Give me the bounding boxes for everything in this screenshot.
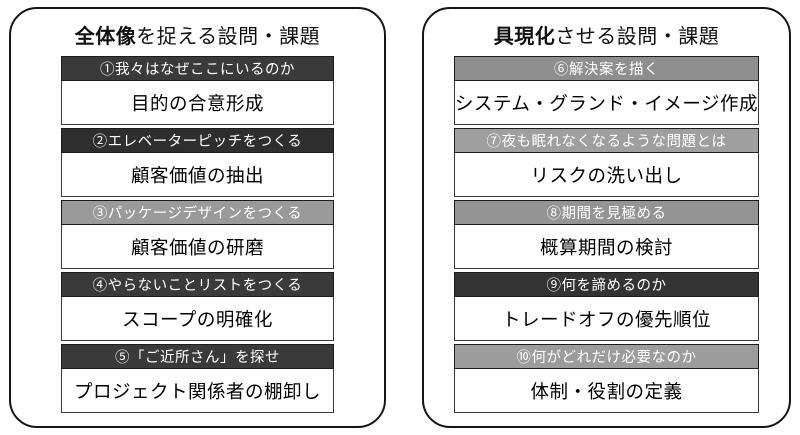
panel-title-concretize: 具現化させる設問・課題	[454, 20, 759, 49]
step-task-label: システム・グランド・イメージ作成	[453, 81, 759, 125]
step-item: ⑤「ご近所さん」を探せプロジェクト関係者の棚卸し	[61, 344, 334, 413]
step-question-header: ①我々はなぜここにいるのか	[61, 56, 334, 81]
panel-title-rest: を捉える設問・課題	[136, 26, 321, 48]
step-task-label: 概算期間の検討	[453, 225, 759, 269]
step-item: ⑧期間を見極める概算期間の検討	[453, 200, 759, 269]
step-question-header: ⑨何を諦めるのか	[453, 272, 759, 297]
step-item: ④やらないことリストをつくるスコープの明確化	[61, 272, 334, 341]
panel-title-emphasis: 具現化	[493, 26, 556, 48]
step-task-label: 目的の合意形成	[61, 81, 334, 125]
step-item: ②エレベーターピッチをつくる顧客価値の抽出	[61, 128, 334, 197]
step-task-label: トレードオフの優先順位	[453, 297, 759, 341]
step-question-header: ⑥解決案を描く	[453, 56, 759, 81]
step-item: ⑦夜も眠れなくなるような問題とはリスクの洗い出し	[453, 128, 759, 197]
step-task-label: スコープの明確化	[61, 297, 334, 341]
step-task-label: プロジェクト関係者の棚卸し	[61, 369, 334, 413]
step-question-header: ⑧期間を見極める	[453, 200, 759, 225]
step-question-header: ②エレベーターピッチをつくる	[61, 128, 334, 153]
step-task-label: 体制・役割の定義	[453, 369, 759, 413]
step-item: ⑩何がどれだけ必要なのか体制・役割の定義	[453, 344, 759, 413]
panel-title-big-picture: 全体像を捉える設問・課題	[61, 20, 334, 49]
step-question-header: ⑤「ご近所さん」を探せ	[61, 344, 334, 369]
step-item: ⑥解決案を描くシステム・グランド・イメージ作成	[453, 56, 759, 125]
step-task-label: リスクの洗い出し	[453, 153, 759, 197]
step-item: ①我々はなぜここにいるのか目的の合意形成	[61, 56, 334, 125]
step-item: ⑨何を諦めるのかトレードオフの優先順位	[453, 272, 759, 341]
step-task-label: 顧客価値の抽出	[61, 153, 334, 197]
step-question-header: ⑦夜も眠れなくなるような問題とは	[453, 128, 759, 153]
panel-title-rest: させる設問・課題	[555, 26, 720, 48]
step-item: ③パッケージデザインをつくる顧客価値の研磨	[61, 200, 334, 269]
panel-title-emphasis: 全体像	[74, 26, 137, 48]
step-question-header: ③パッケージデザインをつくる	[61, 200, 334, 225]
step-question-header: ④やらないことリストをつくる	[61, 272, 334, 297]
step-task-label: 顧客価値の研磨	[61, 225, 334, 269]
step-question-header: ⑩何がどれだけ必要なのか	[453, 344, 759, 369]
